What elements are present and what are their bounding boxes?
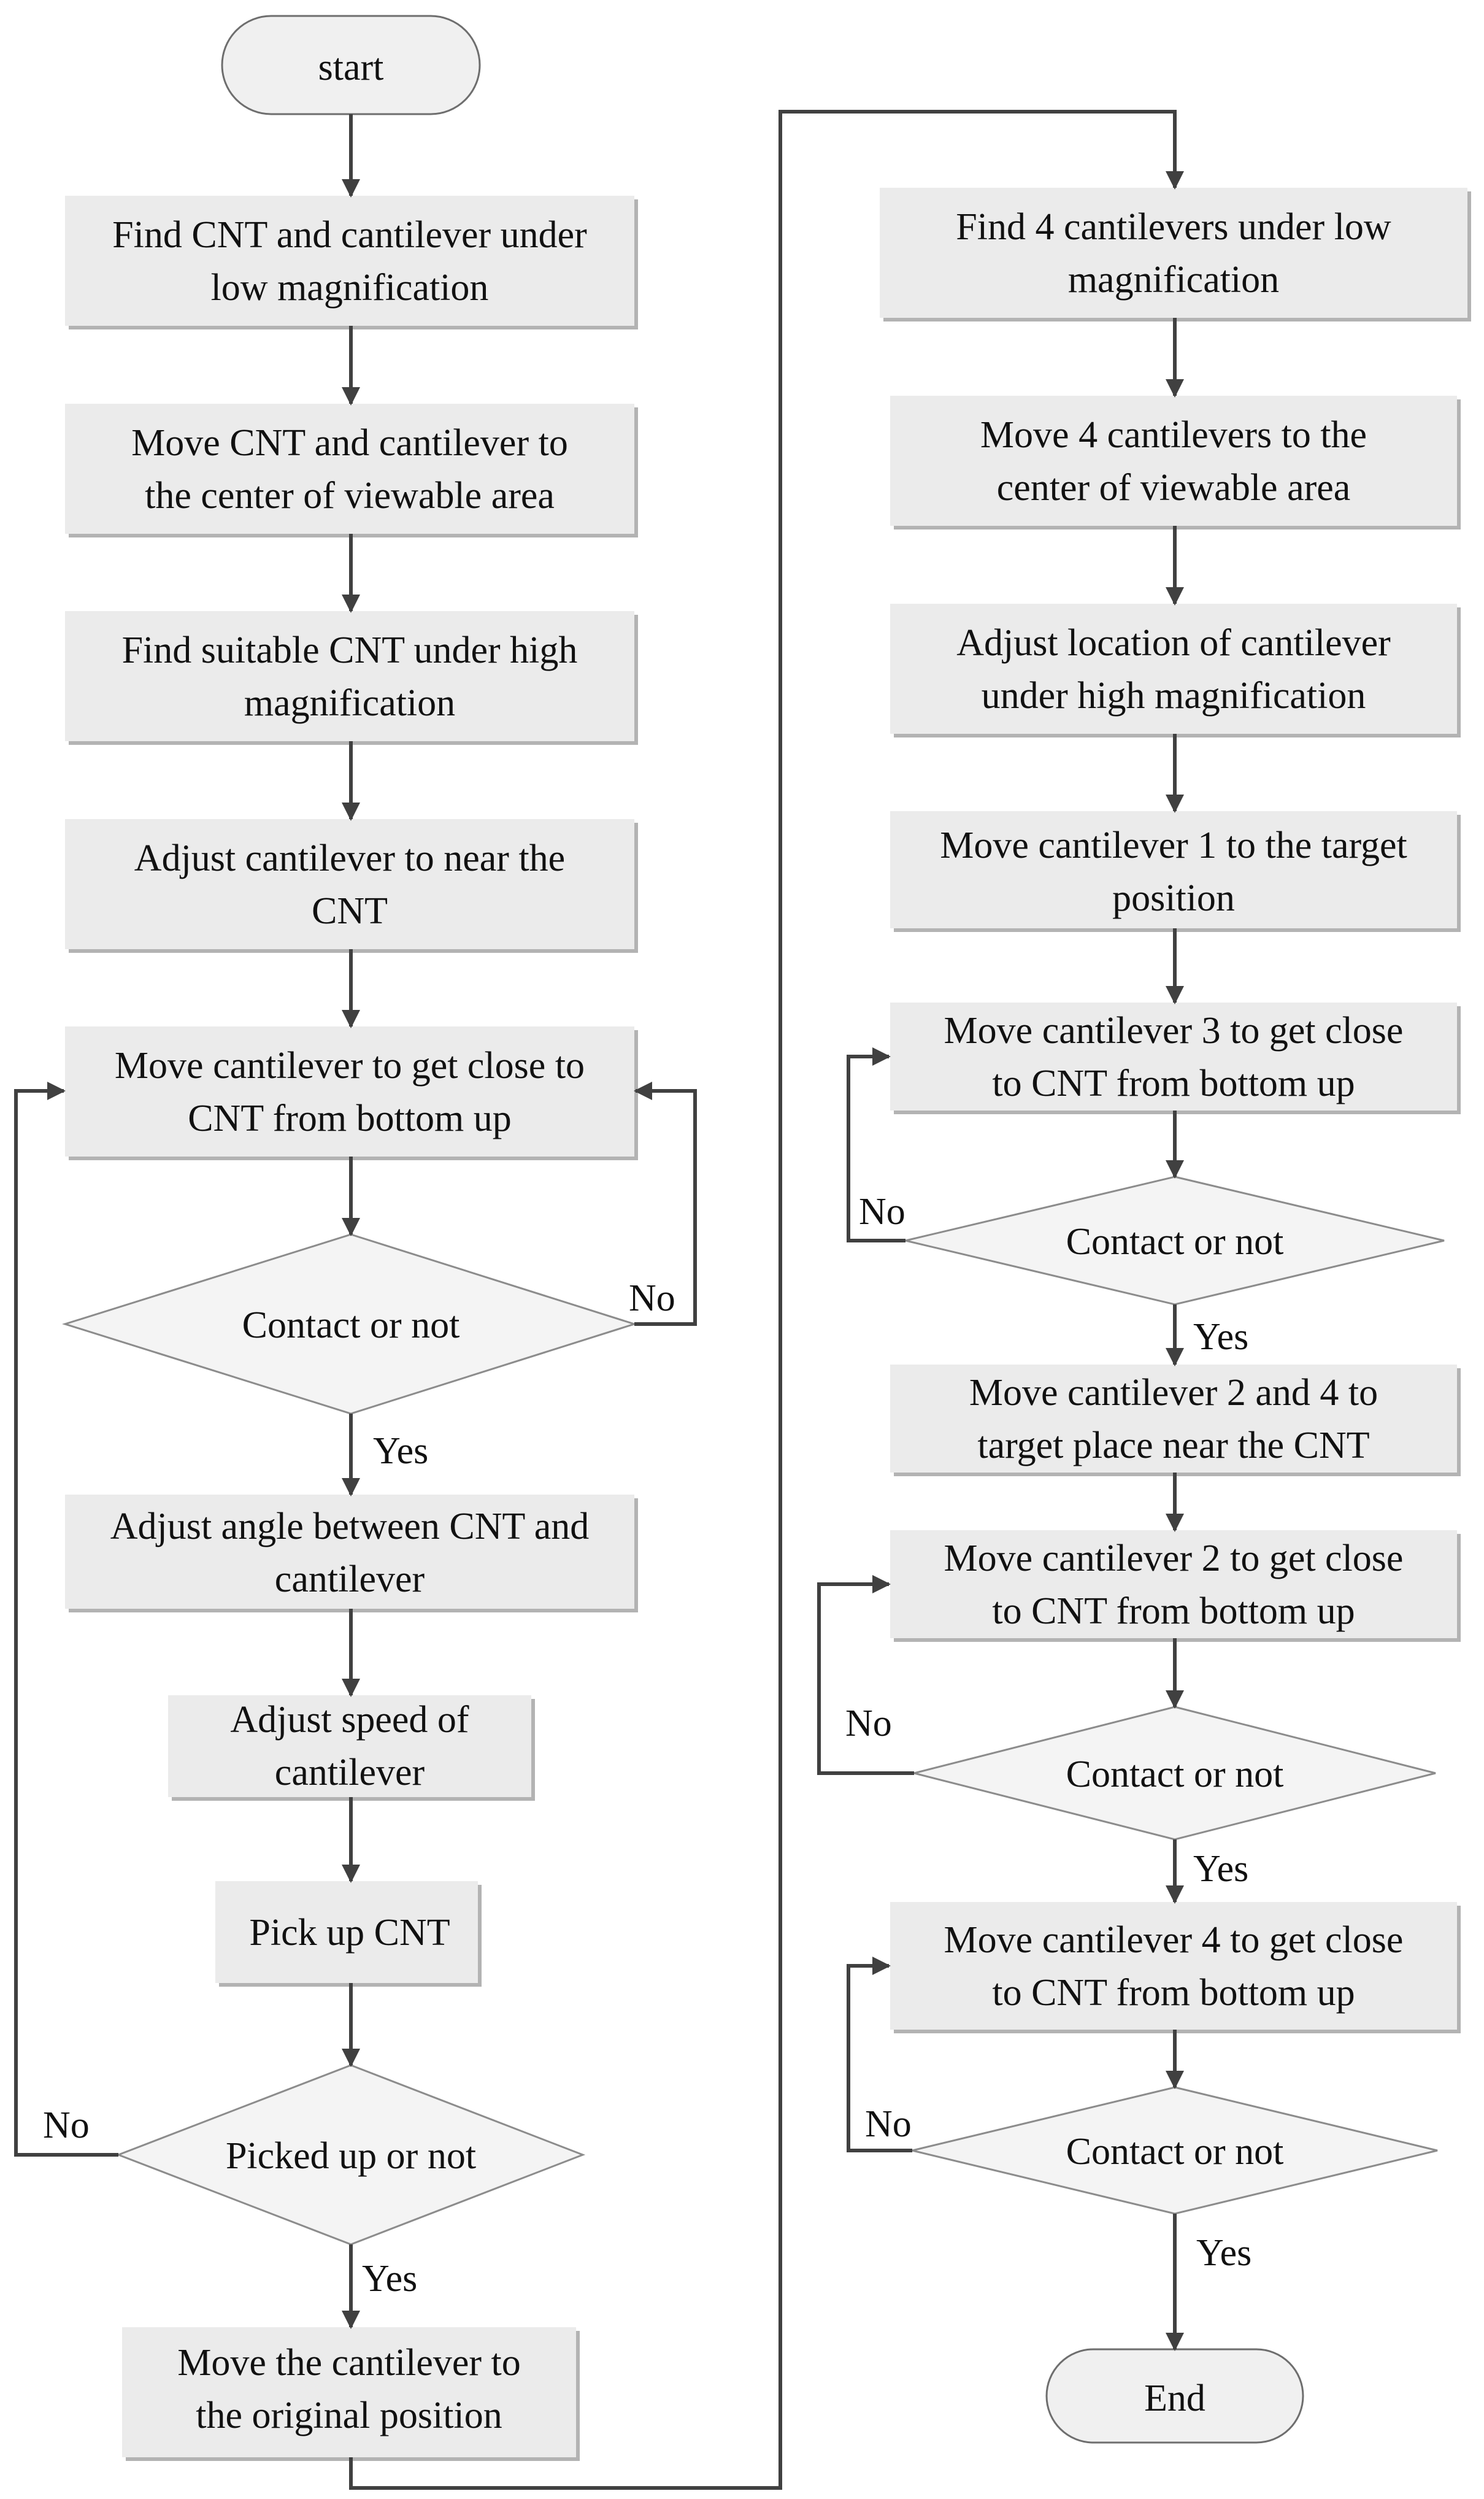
step-move-cantilever-3-line1: Move cantilever 3 to get close — [944, 1010, 1404, 1052]
step-adjust-location-line1: Adjust location of cantilever — [956, 622, 1391, 664]
step-move-close-line2: CNT from bottom up — [188, 1098, 512, 1139]
label-contact2-yes: Yes — [1193, 1848, 1248, 1890]
step-adjust-near: Adjust cantilever to near the CNT — [65, 819, 638, 953]
step-move-cantilever-2-line1: Move cantilever 2 to get close — [944, 1538, 1404, 1579]
step-move-cantilever-2-4: Move cantilever 2 and 4 to target place … — [890, 1365, 1461, 1476]
step-move-original: Move the cantilever to the original posi… — [122, 2327, 580, 2461]
step-find-suitable-cnt: Find suitable CNT under high magnificati… — [65, 611, 638, 745]
step-find-4-cantilevers: Find 4 cantilevers under low magnificati… — [880, 188, 1471, 322]
decision-contact-2-label: Contact or not — [1066, 1754, 1284, 1795]
step-move-original-line2: the original position — [196, 2395, 502, 2436]
step-adjust-angle-line1: Adjust angle between CNT and — [110, 1506, 590, 1547]
step-move-cantilever-4-line2: to CNT from bottom up — [992, 1972, 1355, 2014]
label-contact-no: No — [629, 1277, 675, 1319]
step-move-cantilever-2-line2: to CNT from bottom up — [992, 1590, 1355, 1632]
step-move-original-line1: Move the cantilever to — [177, 2342, 521, 2384]
decision-picked-label: Picked up or not — [226, 2135, 476, 2177]
step-move-cantilever-2-4-line2: target place near the CNT — [977, 1425, 1369, 1466]
step-adjust-near-line2: CNT — [312, 890, 388, 932]
step-move-cantilever-4-line1: Move cantilever 4 to get close — [944, 1919, 1404, 1961]
step-find-suitable-cnt-line1: Find suitable CNT under high — [122, 630, 578, 671]
connector-left-to-right — [349, 110, 1184, 2490]
label-contact2-no: No — [845, 1703, 892, 1744]
step-move-cantilever-3-line2: to CNT from bottom up — [992, 1063, 1355, 1104]
arrow-contact3-no-loop — [847, 1047, 905, 1242]
step-find-4-cantilevers-line1: Find 4 cantilevers under low — [956, 206, 1391, 248]
step-move-cantilever-1-line1: Move cantilever 1 to the target — [940, 825, 1407, 866]
step-pick-up-label: Pick up CNT — [249, 1912, 450, 1954]
decision-contact-left-label: Contact or not — [242, 1304, 460, 1346]
label-picked-no: No — [43, 2104, 90, 2146]
step-pick-up: Pick up CNT — [215, 1881, 482, 1987]
step-move-close-line1: Move cantilever to get close to — [115, 1045, 585, 1087]
arrow-picked-no-loop — [14, 1082, 118, 2157]
step-move-cnt-center: Move CNT and cantilever to the center of… — [65, 404, 638, 537]
step-find-4-cantilevers-line2: magnification — [1068, 259, 1279, 301]
arrow-contact2-no-loop — [817, 1575, 914, 1775]
step-move-cantilever-2: Move cantilever 2 to get close to CNT fr… — [890, 1530, 1461, 1642]
step-move-cnt-center-line1: Move CNT and cantilever to — [131, 422, 568, 464]
arrow-contact-no-loop — [634, 1082, 697, 1326]
arrow-contact4-no-loop — [847, 1957, 912, 2152]
step-move-4-center-line2: center of viewable area — [997, 467, 1351, 509]
step-adjust-angle: Adjust angle between CNT and cantilever — [65, 1495, 638, 1612]
decision-contact-3-label: Contact or not — [1066, 1221, 1284, 1263]
step-adjust-location-line2: under high magnification — [982, 675, 1366, 717]
label-picked-yes: Yes — [362, 2258, 417, 2300]
start-label: start — [318, 47, 384, 88]
step-adjust-speed-line2: cantilever — [275, 1752, 425, 1793]
step-move-cantilever-2-4-line1: Move cantilever 2 and 4 to — [969, 1372, 1378, 1414]
label-contact4-yes: Yes — [1196, 2232, 1251, 2274]
end-label: End — [1144, 2378, 1205, 2419]
step-adjust-speed: Adjust speed of cantilever — [168, 1695, 535, 1801]
label-contact4-no: No — [865, 2103, 912, 2145]
step-move-cantilever-4: Move cantilever 4 to get close to CNT fr… — [890, 1902, 1461, 2033]
step-move-close: Move cantilever to get close to CNT from… — [65, 1026, 638, 1160]
step-move-4-center: Move 4 cantilevers to the center of view… — [890, 396, 1461, 529]
label-contact3-yes: Yes — [1193, 1316, 1248, 1358]
step-find-cnt-low-line2: low magnification — [211, 267, 489, 309]
step-adjust-speed-line1: Adjust speed of — [230, 1699, 469, 1741]
label-contact3-no: No — [859, 1191, 905, 1233]
step-find-cnt-low-line1: Find CNT and cantilever under — [112, 214, 587, 256]
decision-contact-4-label: Contact or not — [1066, 2131, 1284, 2173]
step-move-4-center-line1: Move 4 cantilevers to the — [980, 414, 1367, 456]
label-contact-yes: Yes — [373, 1430, 428, 1472]
step-find-suitable-cnt-line2: magnification — [244, 682, 455, 724]
step-adjust-near-line1: Adjust cantilever to near the — [134, 837, 565, 879]
step-adjust-location: Adjust location of cantilever under high… — [890, 604, 1461, 737]
step-adjust-angle-line2: cantilever — [275, 1558, 425, 1600]
step-find-cnt-low: Find CNT and cantilever under low magnif… — [65, 196, 638, 329]
step-move-cantilever-3: Move cantilever 3 to get close to CNT fr… — [890, 1003, 1461, 1114]
step-move-cantilever-1-line2: position — [1112, 877, 1235, 919]
step-move-cnt-center-line2: the center of viewable area — [145, 475, 555, 517]
step-move-cantilever-1: Move cantilever 1 to the target position — [890, 811, 1461, 932]
